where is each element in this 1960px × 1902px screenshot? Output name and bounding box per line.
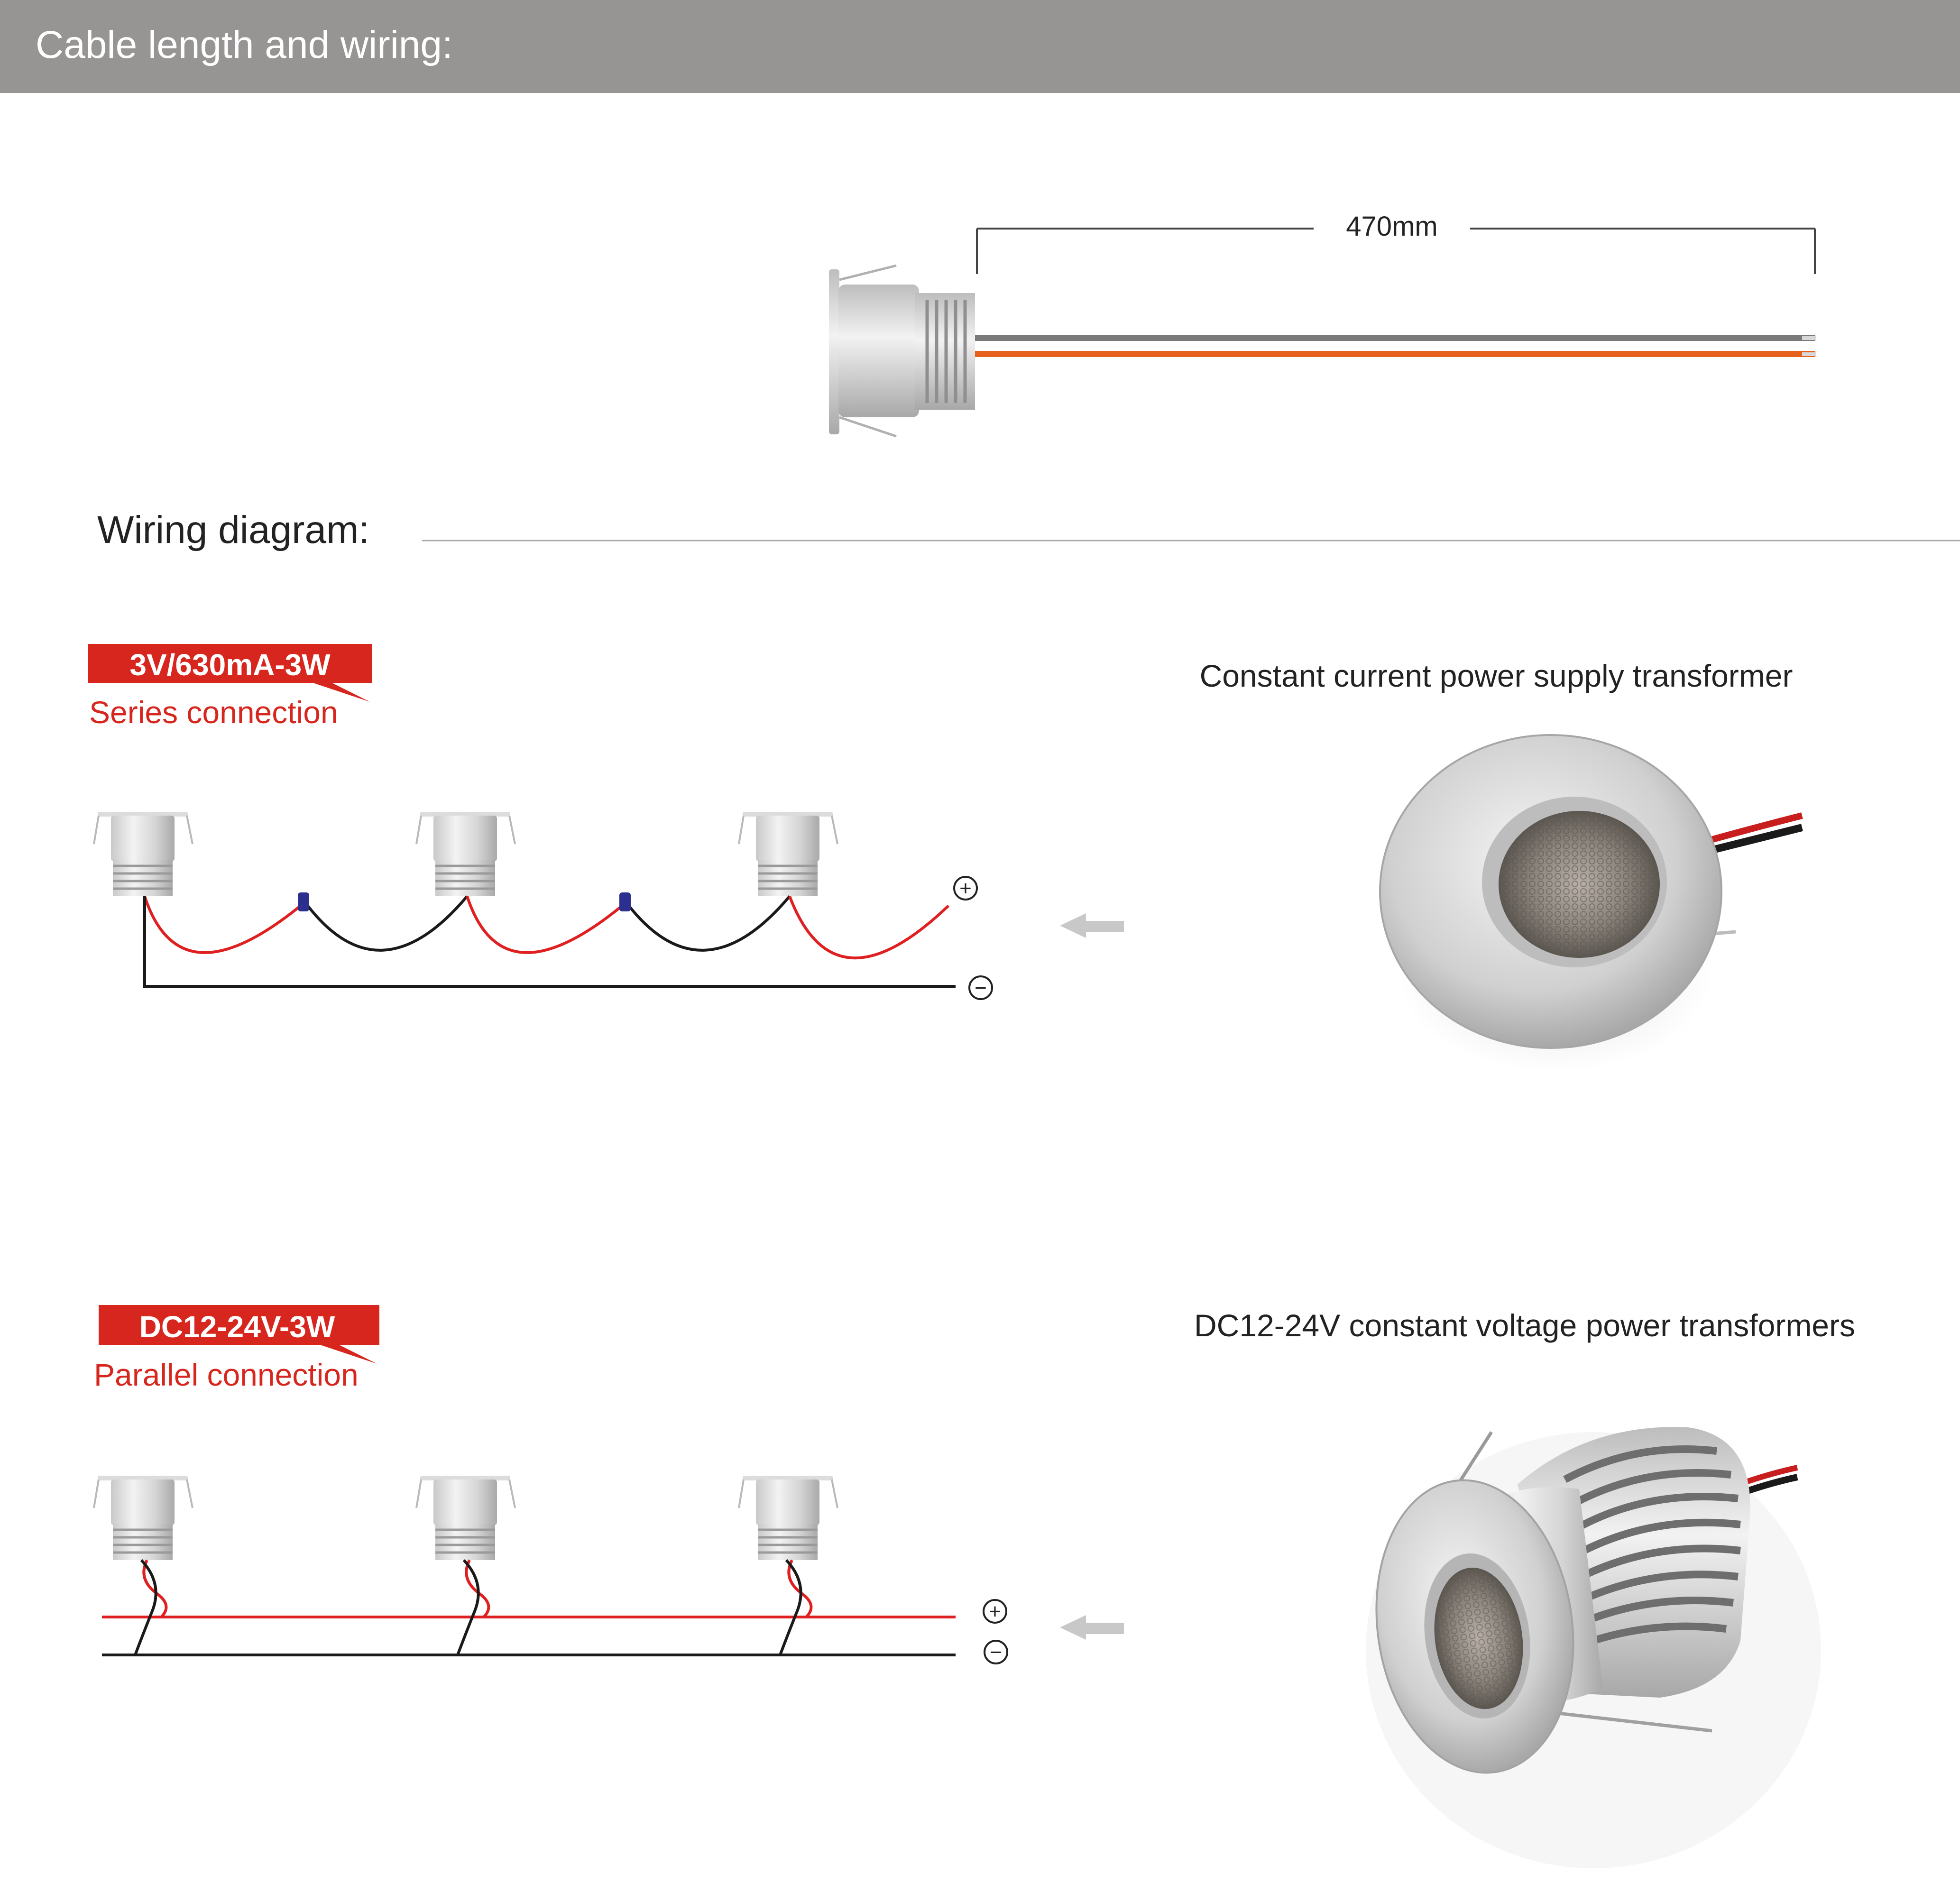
series-plus-terminal: + [953, 876, 978, 900]
wiring-diagram-title: Wiring diagram: [97, 508, 369, 551]
series-return-wire [143, 896, 956, 988]
svg-text:+: + [989, 1600, 1001, 1623]
parallel-light-2 [416, 1476, 515, 1560]
cable-length-label: 470mm [1346, 211, 1437, 242]
parallel-transformer-label: DC12-24V constant voltage power transfor… [1194, 1308, 1855, 1343]
series-wire-red-3 [788, 895, 950, 960]
parallel-arrow-icon [1060, 1615, 1124, 1640]
cable-wire-orange [975, 351, 1815, 357]
parallel-product-image [1366, 1427, 1821, 1868]
svg-text:−: − [990, 1641, 1002, 1664]
series-connector-2 [619, 892, 631, 911]
parallel-plus-terminal: + [983, 1599, 1007, 1624]
series-wiring [143, 895, 956, 988]
svg-text:−: − [975, 976, 987, 1000]
series-wire-red-1 [143, 896, 304, 954]
series-wire-red-2 [466, 896, 626, 954]
series-light-1 [94, 812, 193, 896]
series-wire-black-1 [304, 895, 469, 952]
series-badge-label: 3V/630mA-3W [129, 648, 331, 682]
parallel-drop-wires [134, 1559, 813, 1656]
series-product-image [1379, 734, 1803, 1072]
series-minus-terminal: − [968, 975, 993, 1000]
series-connector-1 [298, 892, 309, 911]
svg-text:+: + [959, 877, 972, 900]
parallel-badge-label: DC12-24V-3W [139, 1310, 335, 1344]
parallel-minus-terminal: − [984, 1640, 1008, 1664]
header-title: Cable length and wiring: [36, 23, 453, 66]
light-side-view [829, 264, 975, 438]
dimension-line [976, 228, 1816, 274]
series-badge: 3V/630mA-3W [88, 644, 372, 702]
series-light-3 [739, 812, 837, 896]
parallel-light-3 [739, 1476, 837, 1560]
cable-length-illustration: 470mm [829, 211, 1816, 438]
parallel-light-1 [94, 1476, 193, 1560]
parallel-subtitle: Parallel connection [94, 1357, 359, 1392]
series-subtitle: Series connection [89, 695, 338, 730]
parallel-badge: DC12-24V-3W [99, 1305, 379, 1364]
series-wire-black-2 [626, 895, 791, 952]
header-bar [0, 0, 1960, 93]
series-arrow-icon [1060, 913, 1124, 938]
cable-wire-gray [975, 335, 1815, 341]
series-light-2 [416, 812, 515, 896]
series-transformer-label: Constant current power supply transforme… [1200, 658, 1793, 693]
